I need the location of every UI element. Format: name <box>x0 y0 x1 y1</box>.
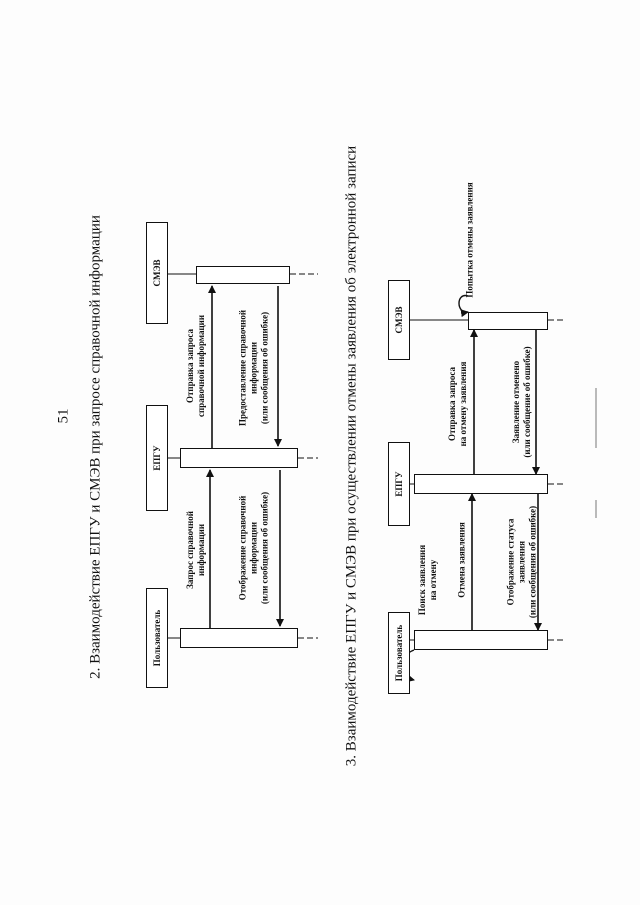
s3-actor-epgu: ЕПГУ <box>388 442 410 526</box>
s2-actor-epgu-label: ЕПГУ <box>152 445 162 471</box>
s3-actor-epgu-label: ЕПГУ <box>394 471 404 497</box>
s2-activation-user <box>180 628 298 648</box>
s2-actor-user-label: Пользователь <box>152 609 162 667</box>
s3-msg-self-smev: Попытка отмены заявления <box>464 182 475 298</box>
s3-actor-user-label: Пользователь <box>394 624 404 682</box>
s2-actor-epgu: ЕПГУ <box>146 405 168 511</box>
section3-heading: 3. Взаимодействие ЕПГУ и СМЭВ при осущес… <box>343 145 360 767</box>
s3-msg-cancelled: Заявление отменено(или сообщение об ошиб… <box>511 346 532 458</box>
s2-actor-smev-label: СМЭВ <box>152 259 162 287</box>
s3-activation-smev <box>468 312 548 330</box>
page-number: 51 <box>55 408 72 424</box>
s3-activation-user <box>414 630 548 650</box>
s3-self-loop-smev <box>458 294 469 318</box>
s3-actor-smev-label: СМЭВ <box>394 306 404 334</box>
s2-actor-smev: СМЭВ <box>146 222 168 324</box>
s3-actor-smev: СМЭВ <box>388 280 410 360</box>
s2-activation-epgu <box>180 448 298 468</box>
s2-activation-smev <box>196 266 290 284</box>
s3-actor-user: Пользователь <box>388 612 410 694</box>
s3-msg-cancel: Отмена заявления <box>456 522 467 598</box>
s3-activation-epgu <box>414 474 548 494</box>
s2-actor-user: Пользователь <box>146 588 168 688</box>
section2-heading: 2. Взаимодействие ЕПГУ и СМЭВ при запрос… <box>87 215 104 679</box>
